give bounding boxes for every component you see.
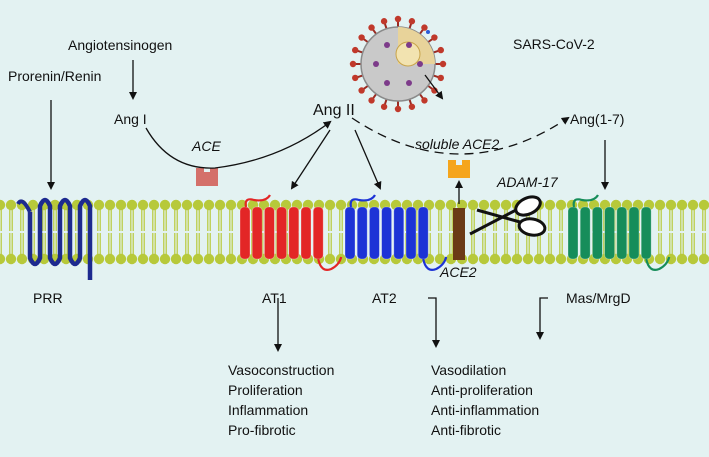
effect-item: Inflammation <box>228 402 309 418</box>
adam17-scissors-icon <box>469 195 547 237</box>
prr-receptor-icon <box>16 197 93 280</box>
ang-ii-label: Ang II <box>313 102 355 119</box>
effect-item: Proliferation <box>228 382 303 398</box>
effect-item: Pro-fibrotic <box>228 422 296 438</box>
sars-cov-2-label: SARS-CoV-2 <box>513 36 595 52</box>
mas-receptor-icon <box>567 194 671 271</box>
at1-label: AT1 <box>262 290 287 306</box>
effect-item: Vasodilation <box>431 362 507 378</box>
angiotensinogen-label: Angiotensinogen <box>68 37 173 53</box>
at2-receptor-icon <box>344 194 448 271</box>
at2-label: AT2 <box>372 290 397 306</box>
at1-effects-list: Vasoconstruction Proliferation Inflammat… <box>228 360 334 440</box>
effect-item: Anti-inflammation <box>431 402 540 418</box>
soluble-ace2-icon <box>448 160 470 178</box>
prorenin-renin-label: Prorenin/Renin <box>8 68 102 84</box>
effect-item: Anti-proliferation <box>431 382 533 398</box>
at1-receptor-icon <box>239 194 343 271</box>
effect-item: Anti-fibrotic <box>431 422 502 438</box>
sars-cov-2-virus-icon <box>349 15 447 113</box>
ang-i-label: Ang I <box>114 111 147 127</box>
ace-label: ACE <box>192 138 221 154</box>
soluble-ace2-label: soluble ACE2 <box>415 136 500 152</box>
pathway-arrows <box>47 60 609 352</box>
prr-label: PRR <box>33 290 63 306</box>
adam17-label: ADAM-17 <box>497 174 558 190</box>
protective-effects-list: Vasodilation Anti-proliferation Anti-inf… <box>431 360 539 440</box>
effect-item: Vasoconstruction <box>228 362 335 378</box>
ace-enzyme-icon <box>196 168 218 186</box>
ace2-membrane-icon <box>453 208 465 260</box>
mas-mrgd-label: Mas/MrgD <box>566 290 631 306</box>
ang-1-7-label: Ang(1-7) <box>570 111 625 127</box>
ace2-label: ACE2 <box>440 264 477 280</box>
